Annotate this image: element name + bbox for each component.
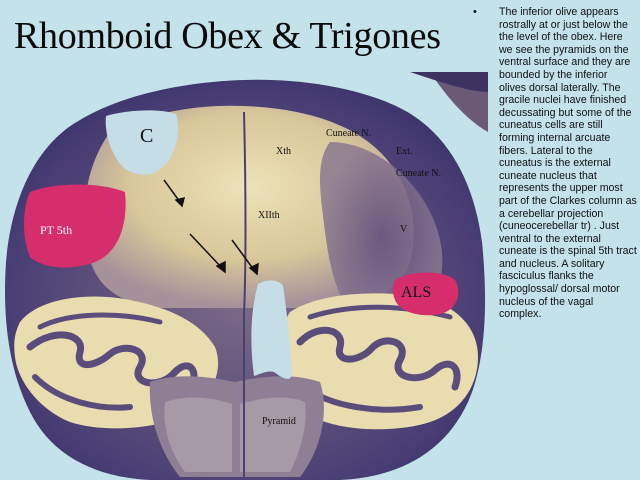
- label-pyramid: Pyramid: [262, 416, 296, 427]
- central-canal-overlay: [251, 280, 292, 379]
- als-overlay: [392, 272, 459, 316]
- c-overlay: [105, 110, 179, 175]
- label-cuneate-n-2: Cuneate N.: [396, 168, 441, 179]
- slide-title: Rhomboid Obex & Trigones: [14, 15, 441, 57]
- label-ext: Ext.: [396, 146, 412, 157]
- label-c: C: [140, 125, 153, 147]
- annotation-arrows: [163, 179, 259, 276]
- label-v: V: [400, 224, 408, 235]
- label-pt5: PT 5th: [40, 223, 72, 237]
- label-cuneate-n: Cuneate N.: [326, 128, 371, 139]
- body-text: The inferior olive appears rostrally at …: [499, 6, 637, 321]
- label-als: ALS: [401, 284, 431, 301]
- bullet-marker: •: [473, 6, 477, 18]
- pt5-overlay: [24, 184, 126, 268]
- label-xth: Xth: [276, 146, 291, 157]
- label-xiith: XIIth: [258, 210, 280, 221]
- medulla-section-image: C PT 5th Xth XIIth Cuneate N. Ext. Cunea…: [5, 72, 488, 480]
